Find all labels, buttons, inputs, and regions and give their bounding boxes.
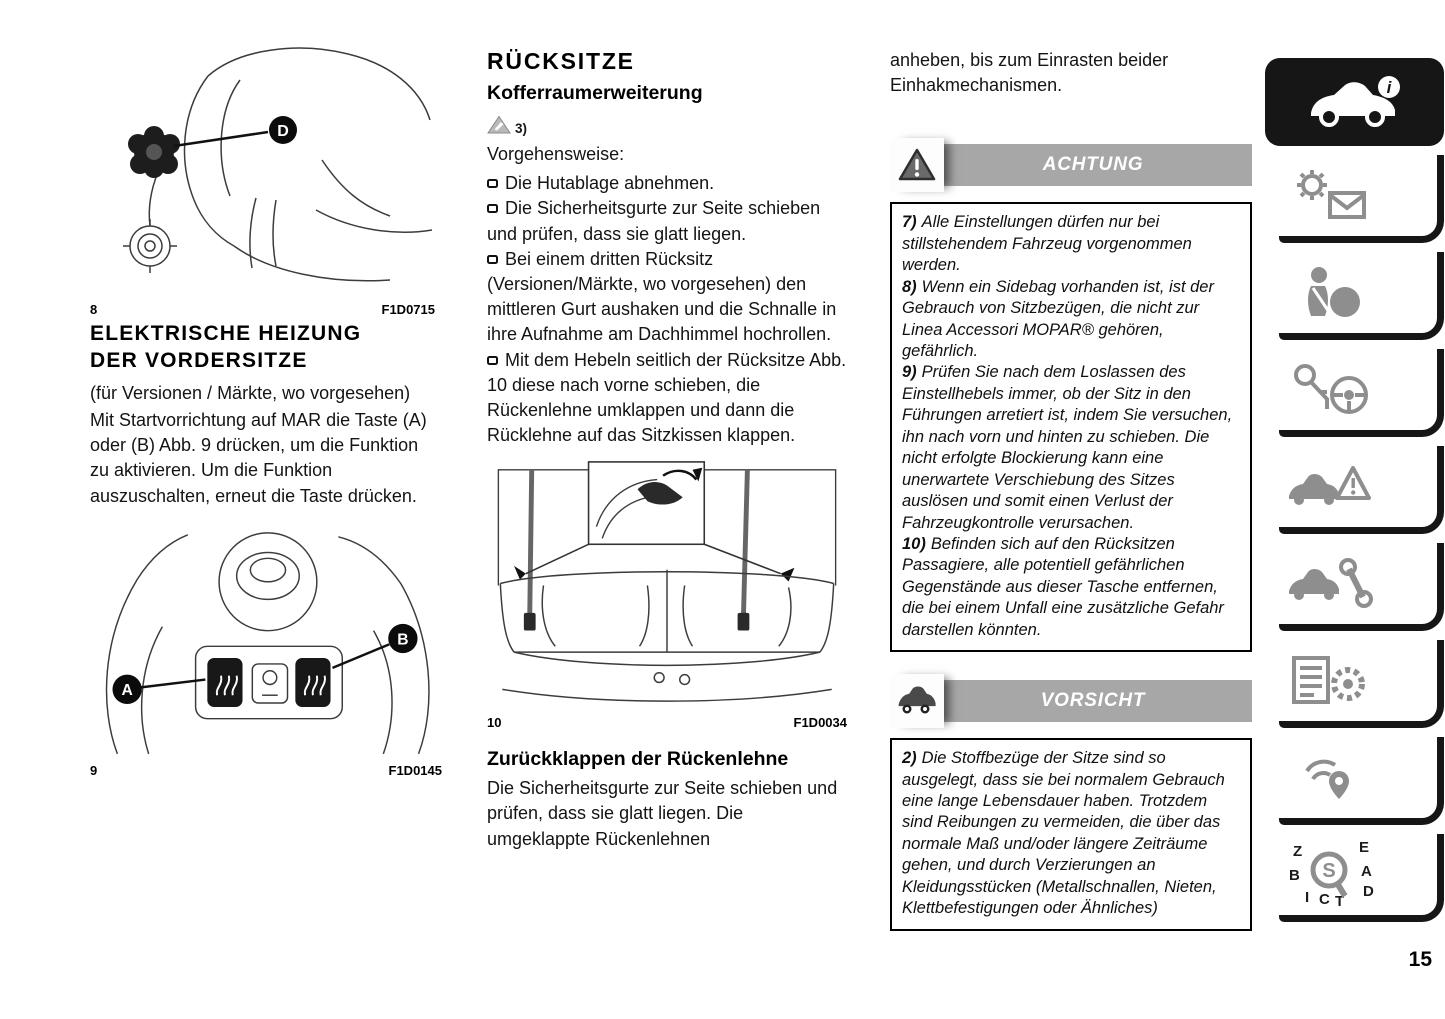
console-heating-buttons-illustration: A B: [105, 531, 430, 754]
figure-8: D 8 F1D0715: [90, 40, 435, 317]
alphabetical-index-icon: Z E B A D I C T S: [1265, 834, 1397, 914]
svg-text:A: A: [1361, 863, 1372, 880]
note-reference-row: 3): [487, 115, 847, 136]
list-item: Mit dem Hebeln seitlich der Rücksitze Ab…: [487, 349, 847, 446]
figure9-number: 9: [90, 762, 98, 778]
list-gear-icon: [1265, 640, 1397, 720]
tab-corner-frame: [1279, 737, 1444, 825]
middle-column: RÜCKSITZE Kofferraumerweiterung 3) Vorge…: [487, 48, 847, 852]
caution-car-icon: [890, 674, 944, 729]
svg-text:I: I: [1305, 889, 1309, 906]
achtung-header: ACHTUNG: [890, 138, 1252, 193]
svg-text:S: S: [1322, 860, 1335, 882]
right-column: anheben, bis zum Einrasten beider Einhak…: [890, 48, 1252, 931]
vorsicht-header: VORSICHT: [890, 674, 1252, 729]
figure-10: 10 F1D0034: [487, 458, 847, 730]
figure9-label-b: B: [397, 631, 408, 648]
section-heading-rear-seats: RÜCKSITZE: [487, 48, 635, 74]
svg-text:Z: Z: [1293, 843, 1302, 860]
tab-corner-frame: [1279, 349, 1444, 437]
figure9-label-a: A: [122, 682, 133, 699]
figure9-caption: 9 F1D0145: [90, 763, 442, 778]
square-bullet-icon: [487, 204, 498, 214]
figure10-caption: 10 F1D0034: [487, 715, 847, 730]
sidebar-tab-vehicle-info: i: [1265, 58, 1444, 146]
svg-text:B: B: [1289, 867, 1300, 884]
seatbelt-airbag-icon: [1265, 252, 1397, 332]
figure8-caption: 8 F1D0715: [90, 302, 435, 317]
sidebar-tab-warning-lights: [1265, 446, 1444, 534]
figure8-code: F1D0715: [381, 302, 435, 317]
achtung-title-bar: ACHTUNG: [890, 144, 1252, 187]
svg-text:C: C: [1319, 891, 1330, 908]
key-steering-wheel-icon: [1265, 349, 1397, 429]
paragraph-fold-backrest: Die Sicherheitsgurte zur Seite schieben …: [487, 778, 838, 849]
subheading-fold-backrest: Zurückklappen der Rückenlehne: [487, 748, 789, 771]
square-bullet-icon: [487, 179, 498, 189]
tab-corner-frame: [1279, 252, 1444, 340]
paragraph-versions: (für Versionen / Märkte, wo vorgesehen): [90, 382, 411, 403]
svg-text:T: T: [1335, 893, 1344, 910]
signal-pin-icon: [1265, 737, 1397, 817]
figure10-code: F1D0034: [793, 715, 847, 731]
tab-corner-frame: [1279, 640, 1444, 728]
sun-envelope-icon: [1265, 155, 1397, 235]
tab-corner-frame: [1279, 834, 1444, 922]
section-heading-front-seat-heating: ELEKTRISCHE HEIZUNG DER VORDERSITZE: [90, 322, 362, 372]
tab-corner-frame: [1279, 543, 1444, 631]
svg-text:E: E: [1359, 839, 1369, 856]
svg-text:D: D: [1363, 883, 1374, 900]
sidebar-tab-starting-driving: [1265, 349, 1444, 437]
sidebar-tab-safety: [1265, 252, 1444, 340]
warning-triangle-icon: [890, 138, 944, 193]
car-warning-triangle-icon: [1265, 446, 1397, 526]
list-item: Die Hutablage abnehmen.: [487, 171, 847, 196]
procedure-list: Die Hutablage abnehmen. Die Sicherheitsg…: [487, 171, 847, 448]
figure9-label-a-badge: [112, 674, 142, 704]
svg-text:i: i: [1386, 78, 1392, 97]
figure9-label-b-badge: [388, 623, 418, 653]
figure8-label-d: D: [277, 123, 289, 140]
paragraph-continuation: anheben, bis zum Einrasten beider Einhak…: [890, 50, 1169, 96]
caution-item: 2)Die Stoffbezüge der Sitze sind so ausg…: [902, 749, 1225, 918]
vorsicht-title-bar: VORSICHT: [890, 680, 1252, 723]
sidebar-tab-dashboard: [1265, 155, 1444, 243]
square-bullet-icon: [487, 355, 498, 365]
procedure-note-icon: [487, 115, 511, 134]
rear-seat-folding-illustration: [497, 461, 837, 703]
procedure-intro: Vorgehensweise:: [487, 144, 625, 164]
paragraph-heating-instructions: Mit Startvorrichtung auf MAR die Taste (…: [90, 409, 427, 506]
sidebar-tab-emergency: [1265, 543, 1444, 631]
note-reference-number: 3): [515, 121, 528, 136]
square-bullet-icon: [487, 254, 498, 264]
achtung-title: ACHTUNG: [1042, 154, 1144, 176]
warning-item: 9)Prüfen Sie nach dem Loslassen des Eins…: [902, 363, 1233, 532]
tab-corner-frame: [1279, 155, 1444, 243]
figure8-label-d-badge: [269, 116, 297, 144]
achtung-box: 7)Alle Einstellungen dürfen nur bei stil…: [890, 202, 1252, 653]
car-wrench-icon: [1265, 543, 1397, 623]
left-column: D 8 F1D0715 ELEKTRISCHE HEIZUNG DER VORD…: [90, 40, 442, 778]
vorsicht-title: VORSICHT: [1040, 690, 1146, 712]
figure9-code: F1D0145: [388, 762, 442, 778]
list-item: Die Sicherheitsgurte zur Seite schieben …: [487, 198, 821, 244]
list-item: Bei einem dritten Rücksitz (Versionen/Mä…: [487, 248, 837, 345]
car-info-icon: i: [1265, 58, 1444, 146]
figure-9: A B 9 F1D0145: [90, 521, 442, 778]
sidebar-tab-index: Z E B A D I C T S: [1265, 834, 1444, 922]
subheading-boot-extension: Kofferraumerweiterung: [487, 82, 703, 104]
page-number: 15: [1408, 948, 1432, 971]
figure8-number: 8: [90, 302, 98, 317]
sidebar-tab-servicing: [1265, 640, 1444, 728]
figure10-number: 10: [487, 715, 502, 731]
tab-corner-frame: [1279, 446, 1444, 534]
sidebar-tab-technical-data: [1265, 737, 1444, 825]
warning-item: 10)Befinden sich auf den Rücksitzen Pass…: [902, 534, 1224, 639]
warning-item: 7)Alle Einstellungen dürfen nur bei stil…: [902, 213, 1192, 275]
warning-item: 8)Wenn ein Sidebag vorhanden ist, ist de…: [902, 277, 1214, 360]
vorsicht-box: 2)Die Stoffbezüge der Sitze sind so ausg…: [890, 738, 1252, 931]
headrest-knob-illustration: D: [123, 47, 433, 282]
